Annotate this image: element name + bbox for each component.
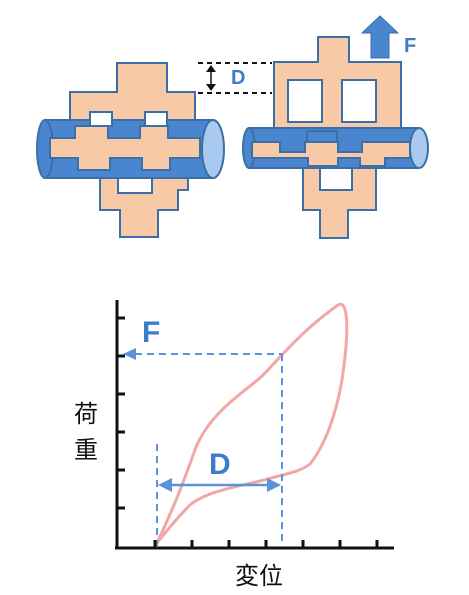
hysteresis-curve xyxy=(155,302,349,544)
left-upper-block xyxy=(69,62,196,129)
left-upper-window-1 xyxy=(89,111,113,127)
gap-label: D xyxy=(231,67,245,89)
graph-displacement-label: D xyxy=(209,448,231,481)
graph-force-label: F xyxy=(142,316,160,349)
force-arrow-up-icon xyxy=(360,15,400,59)
displacement-arrowhead-right xyxy=(267,478,281,492)
y-axis-label-line2: 重 xyxy=(74,436,98,464)
right-assembly xyxy=(242,36,429,239)
left-assembly xyxy=(36,62,225,238)
gap-dimension: D xyxy=(198,62,272,94)
displacement-arrowhead-left xyxy=(158,478,172,492)
gap-arrow-head-down xyxy=(206,84,216,91)
left-teeth-band xyxy=(49,125,201,171)
right-upper-window-2 xyxy=(341,79,377,123)
right-tooth-1 xyxy=(306,130,338,143)
right-shaft-right-end xyxy=(409,127,429,169)
gap-arrow-head-up xyxy=(206,65,216,72)
y-axis-ticks xyxy=(117,316,125,510)
x-axis-ticks xyxy=(153,540,379,548)
force-arrow: F xyxy=(360,15,416,59)
x-axis-label: 変位 xyxy=(235,562,283,590)
force-guide-arrowhead xyxy=(123,348,136,360)
right-upper-window-1 xyxy=(287,79,323,123)
y-axis-label-line1: 荷 xyxy=(74,400,98,428)
graph: F D 荷 重 変位 xyxy=(74,300,394,590)
left-upper-window-2 xyxy=(144,111,168,127)
left-shaft-right-end xyxy=(201,119,225,179)
right-lower-window xyxy=(319,167,353,191)
right-teeth-band xyxy=(251,141,411,167)
force-label: F xyxy=(404,35,416,57)
